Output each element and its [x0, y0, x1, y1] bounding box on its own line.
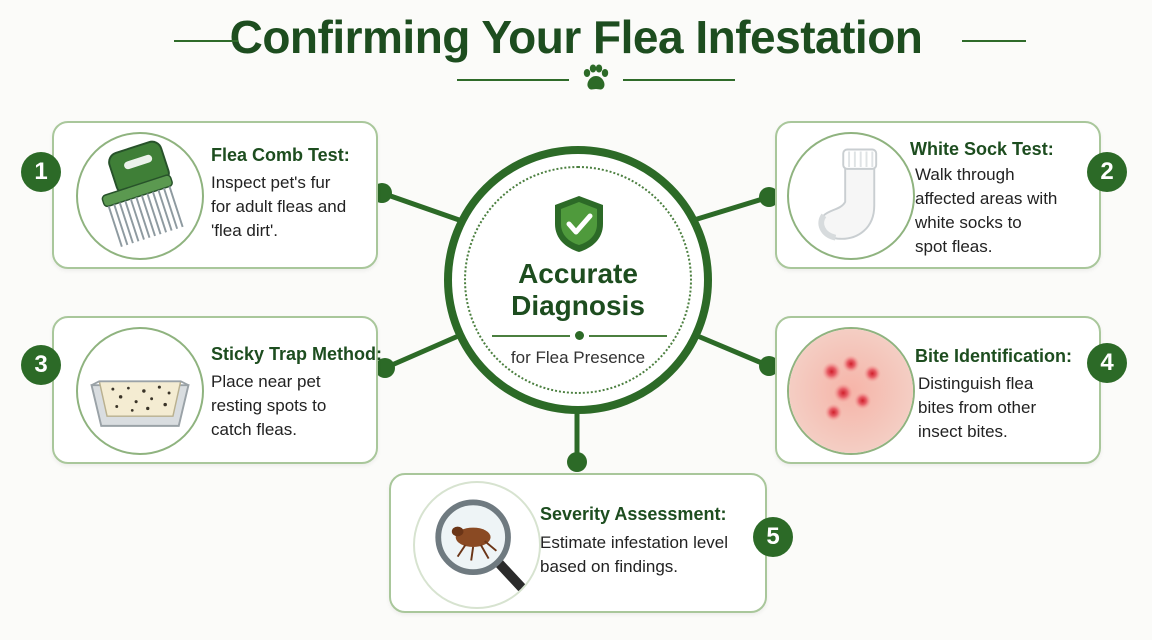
step-card-white-sock: White Sock Test: Walk through affected a…	[775, 121, 1101, 269]
step-description: Place near pet resting spots to catch fl…	[211, 372, 327, 439]
center-rule-right	[589, 335, 667, 337]
step-number-badge-4: 4	[1087, 343, 1127, 383]
step-description: Inspect pet's fur for adult fleas and 'f…	[211, 173, 347, 240]
white-sock-icon	[787, 132, 915, 260]
paw-print-icon	[583, 64, 609, 90]
center-hub-dotted-ring	[464, 166, 692, 394]
step-title: Flea Comb Test:	[211, 145, 350, 165]
step-description: Estimate infestation level based on find…	[540, 533, 729, 576]
step-card-flea-comb: Flea Comb Test: Inspect pet's fur for ad…	[52, 121, 378, 269]
step-number-badge-5: 5	[753, 517, 793, 557]
subtitle-rule-right	[623, 79, 735, 81]
step-description: Distinguish flea bites from other insect…	[918, 374, 1037, 441]
connector-dot-2	[759, 187, 779, 207]
step-card-severity-assessment: Severity Assessment: Estimate infestatio…	[389, 473, 767, 613]
step-number-badge-3: 3	[21, 345, 61, 385]
step-title: Sticky Trap Method:	[211, 344, 383, 364]
step-title: White Sock Test:	[910, 139, 1054, 159]
center-title: Accurate Diagnosis	[511, 258, 645, 321]
step-title: Severity Assessment:	[540, 504, 727, 524]
flea-comb-icon	[76, 132, 204, 260]
title-rule-left	[174, 40, 238, 42]
center-rule-left	[492, 335, 570, 337]
center-rule-dot	[575, 331, 584, 340]
page-title: Confirming Your Flea Infestation	[229, 11, 923, 63]
sticky-trap-icon	[76, 327, 204, 455]
title-rule-right	[962, 40, 1026, 42]
magnifier-flea-icon	[413, 481, 541, 609]
step-card-bite-identification: Bite Identification: Distinguish flea bi…	[775, 316, 1101, 464]
step-title: Bite Identification:	[915, 346, 1072, 366]
skin-bites-icon	[787, 327, 915, 455]
step-number-badge-1: 1	[21, 152, 61, 192]
step-number-badge-2: 2	[1087, 152, 1127, 192]
step-card-sticky-trap: Sticky Trap Method: Place near pet resti…	[52, 316, 382, 464]
connector-dot-3	[375, 358, 395, 378]
center-hub: Accurate Diagnosis for Flea Presence	[444, 146, 712, 414]
subtitle-rule-left	[457, 79, 569, 81]
shield-check-icon	[555, 196, 603, 252]
center-subtitle: for Flea Presence	[510, 348, 646, 367]
step-description: Walk through affected areas with white s…	[915, 165, 1058, 256]
connector-dot-5	[567, 452, 587, 472]
connector-dot-4	[759, 356, 779, 376]
